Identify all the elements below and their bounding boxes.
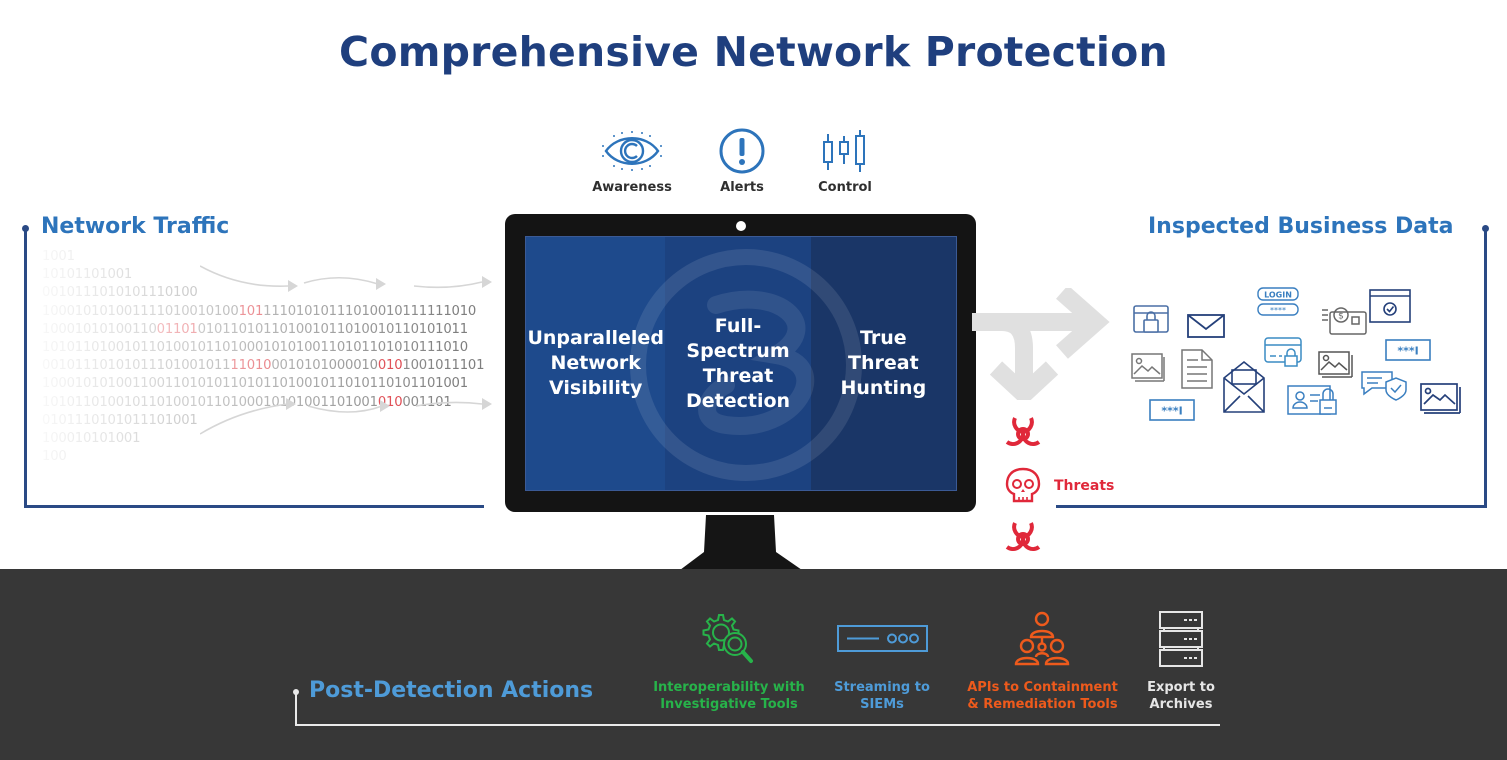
document-icon	[1181, 349, 1213, 389]
binary-line: 1000101010011110100101001011110101011101…	[42, 303, 477, 319]
page-title: Comprehensive Network Protection	[339, 28, 1168, 76]
binary-line: 0010111010101110100	[42, 285, 198, 301]
post-detection-heading: Post-Detection Actions	[309, 678, 594, 703]
eye-icon	[602, 131, 662, 171]
bracket-line	[295, 724, 1220, 726]
image-icon	[1131, 353, 1165, 382]
panel-label: Full- Spectrum Threat Detection	[685, 314, 791, 412]
storage-stack-icon	[1159, 611, 1203, 667]
binary-line: 1010110100101101001011010001010100110100…	[42, 394, 452, 410]
binary-line: 0101110101011101001	[42, 412, 198, 428]
network-traffic-heading: Network Traffic	[41, 214, 230, 239]
payment-card-icon	[1322, 307, 1367, 335]
feature-label: Awareness	[592, 180, 672, 195]
action-label-interoperability: Interoperability with Investigative Tool…	[653, 680, 805, 712]
id-card-lock-icon	[1287, 385, 1337, 415]
binary-line: 1000101010011001101010110101101001011010…	[42, 321, 468, 337]
webcam-dot	[736, 221, 746, 231]
password-field-icon	[1385, 339, 1431, 361]
browser-check-icon	[1369, 289, 1411, 323]
panel-network-visibility: Unparalleled Network Visibility	[526, 237, 666, 490]
gear-search-icon	[702, 614, 753, 663]
action-label-archive-export: Export to Archives	[1147, 680, 1215, 712]
binary-line: 100	[42, 449, 67, 465]
feature-label: Control	[818, 180, 872, 195]
browser-lock-icon	[1133, 305, 1169, 333]
binary-line: 1001	[42, 249, 75, 264]
biohazard-icon	[1005, 522, 1041, 551]
login-form-icon	[1257, 287, 1299, 316]
action-label-containment-apis: APIs to Containment & Remediation Tools	[967, 680, 1118, 712]
binary-line: 0010111010101110100101111010001010100001…	[42, 358, 485, 374]
password-field-icon	[1149, 399, 1195, 421]
feature-awareness: Awareness	[582, 128, 682, 195]
secure-chat-icon	[1361, 371, 1407, 401]
post-detection-band	[0, 569, 1507, 760]
monitor: Unparalleled Network Visibility Full- Sp…	[505, 214, 976, 512]
credit-card-lock-icon	[1264, 337, 1302, 367]
svg-text:LOGIN: LOGIN	[1264, 291, 1292, 300]
feature-label: Alerts	[720, 180, 764, 195]
server-rack-icon	[837, 625, 928, 652]
network-traffic-frame	[24, 229, 484, 508]
svg-text:****: ****	[1270, 306, 1286, 315]
binary-line: 100010101001	[42, 431, 141, 447]
threats-label: Threats	[1054, 478, 1115, 494]
svg-text:***I: ***I	[1397, 345, 1418, 358]
panel-label: True Threat Hunting	[840, 327, 927, 399]
business-data-icons: LOGIN **** $ ***I	[1131, 287, 1461, 421]
inspected-data-heading: Inspected Business Data	[1148, 214, 1454, 239]
action-label-siem-streaming: Streaming to SIEMs	[834, 680, 930, 712]
frame-node-dot	[1482, 225, 1489, 232]
alert-icon	[719, 128, 765, 174]
feature-alerts: Alerts	[692, 128, 792, 195]
inspected-data-frame	[1056, 229, 1487, 508]
svg-text:$: $	[1338, 312, 1344, 322]
bracket-node-dot	[293, 689, 299, 695]
svg-text:***I: ***I	[1161, 405, 1182, 418]
control-sliders-icon	[823, 130, 865, 172]
image-icon	[1318, 351, 1353, 378]
split-flow-arrow	[972, 288, 1110, 400]
traffic-flow-arrows	[200, 265, 492, 435]
panel-threat-detection: Full- Spectrum Threat Detection	[665, 237, 811, 490]
bracket-line	[295, 691, 297, 726]
binary-line: 10101101001	[42, 267, 133, 283]
panel-threat-hunting: True Threat Hunting	[810, 237, 956, 490]
panel-label: Unparalleled Network Visibility	[527, 327, 664, 399]
binary-line: 1000101010011001101010110101101001011010…	[42, 376, 468, 392]
people-network-icon	[1014, 611, 1070, 666]
frame-node-dot	[22, 225, 29, 232]
monitor-screen: Unparalleled Network Visibility Full- Sp…	[525, 236, 957, 491]
biohazard-icon	[1005, 417, 1041, 446]
binary-line: 1010110100101101001011010001010100110101…	[42, 340, 468, 356]
skull-icon	[1005, 467, 1041, 503]
open-envelope-icon	[1223, 360, 1265, 413]
image-icon	[1420, 383, 1461, 414]
envelope-icon	[1187, 314, 1225, 338]
feature-control: Control	[795, 128, 895, 195]
